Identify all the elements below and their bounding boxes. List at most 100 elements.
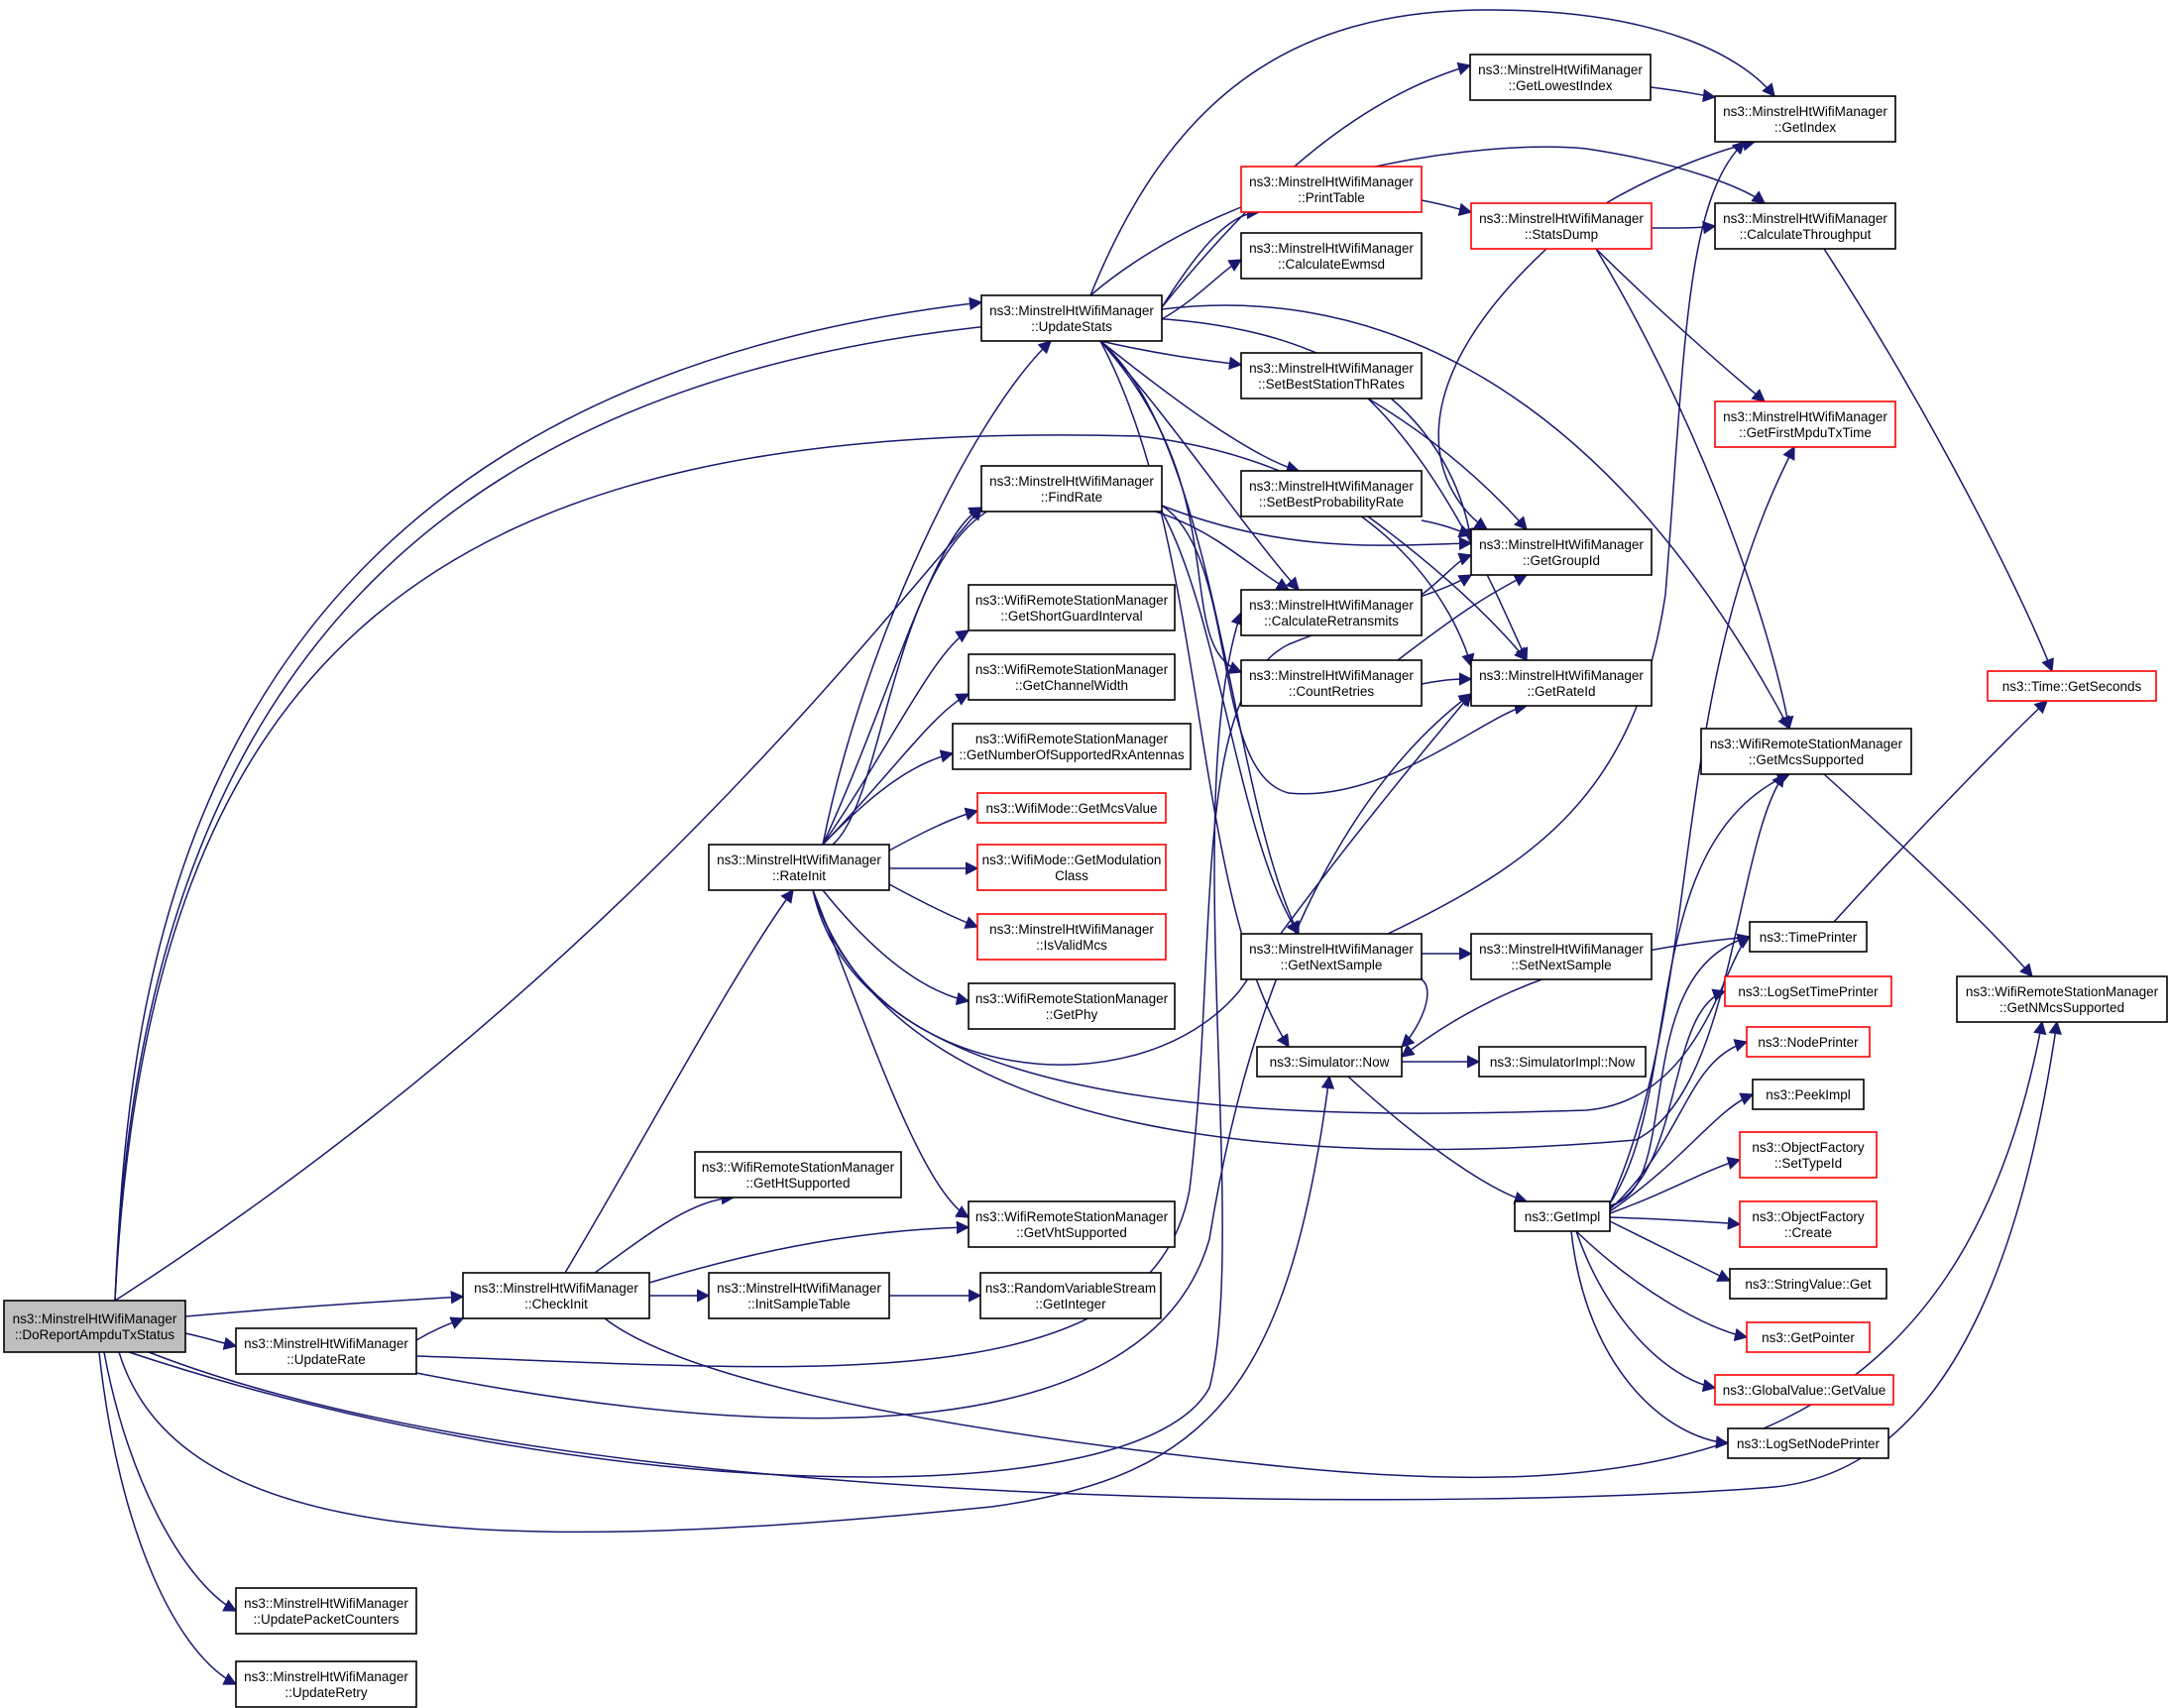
node-box[interactable] <box>1746 1026 1871 1058</box>
node-box[interactable] <box>235 1587 417 1635</box>
node-box[interactable] <box>1478 1046 1647 1078</box>
node-setTypeId[interactable]: ns3::ObjectFactory::SetTypeId <box>1739 1131 1878 1179</box>
node-box[interactable] <box>976 792 1167 824</box>
node-box[interactable] <box>1240 933 1423 980</box>
node-box[interactable] <box>976 844 1167 891</box>
node-calcEwmsd[interactable]: ns3::MinstrelHtWifiManager::CalculateEwm… <box>1240 232 1423 280</box>
node-getHtSupported[interactable]: ns3::WifiRemoteStationManager::GetHtSupp… <box>694 1151 902 1198</box>
node-box[interactable] <box>1752 1079 1865 1110</box>
node-box[interactable] <box>1724 975 1892 1007</box>
node-getSGI[interactable]: ns3::WifiRemoteStationManager::GetShortG… <box>968 584 1176 631</box>
node-box[interactable] <box>235 1327 417 1375</box>
node-box[interactable] <box>1240 659 1423 707</box>
node-box[interactable] <box>980 294 1163 342</box>
node-updateStats[interactable]: ns3::MinstrelHtWifiManager::UpdateStats <box>980 294 1163 342</box>
node-getMcsValue[interactable]: ns3::WifiMode::GetMcsValue <box>976 792 1167 824</box>
node-box[interactable] <box>976 913 1167 961</box>
node-box[interactable] <box>1714 202 1896 250</box>
node-getGroupId[interactable]: ns3::MinstrelHtWifiManager::GetGroupId <box>1470 528 1653 576</box>
node-rateInit[interactable]: ns3::MinstrelHtWifiManager::RateInit <box>708 844 890 891</box>
node-box[interactable] <box>1746 1321 1871 1353</box>
node-box[interactable] <box>1470 659 1653 707</box>
node-globalGetValue[interactable]: ns3::GlobalValue::GetValue <box>1714 1374 1894 1406</box>
node-getVhtSupported[interactable]: ns3::WifiRemoteStationManager::GetVhtSup… <box>968 1200 1176 1248</box>
node-calcThroughput[interactable]: ns3::MinstrelHtWifiManager::CalculateThr… <box>1714 202 1896 250</box>
node-box[interactable] <box>1240 589 1423 636</box>
node-box[interactable] <box>708 844 890 891</box>
node-box[interactable] <box>1240 470 1423 517</box>
node-box[interactable] <box>1469 54 1652 101</box>
node-box[interactable] <box>1714 400 1896 448</box>
node-getLowestIndex[interactable]: ns3::MinstrelHtWifiManager::GetLowestInd… <box>1469 54 1652 101</box>
node-box[interactable] <box>1240 352 1423 399</box>
node-statsDump[interactable]: ns3::MinstrelHtWifiManager::StatsDump <box>1470 202 1653 250</box>
node-root[interactable]: ns3::MinstrelHtWifiManager::DoReportAmpd… <box>3 1300 186 1353</box>
node-timePrinter[interactable]: ns3::TimePrinter <box>1749 921 1868 953</box>
node-getNumRx[interactable]: ns3::WifiRemoteStationManager::GetNumber… <box>952 723 1192 770</box>
node-updateRetry[interactable]: ns3::MinstrelHtWifiManager::UpdateRetry <box>235 1660 417 1708</box>
node-setBestProb[interactable]: ns3::MinstrelHtWifiManager::SetBestProba… <box>1240 470 1423 517</box>
node-box[interactable] <box>1987 670 2157 702</box>
node-box[interactable] <box>1729 1268 1887 1300</box>
node-stringValueGet[interactable]: ns3::StringValue::Get <box>1729 1268 1887 1300</box>
node-box[interactable] <box>1470 933 1653 980</box>
node-box[interactable] <box>1956 975 2168 1023</box>
node-box[interactable] <box>968 982 1176 1030</box>
node-getPhy[interactable]: ns3::WifiRemoteStationManager::GetPhy <box>968 982 1176 1030</box>
node-countRetries[interactable]: ns3::MinstrelHtWifiManager::CountRetries <box>1240 659 1423 707</box>
node-getPointer[interactable]: ns3::GetPointer <box>1746 1321 1871 1353</box>
node-box[interactable] <box>980 465 1163 512</box>
node-isValidMcs[interactable]: ns3::MinstrelHtWifiManager::IsValidMcs <box>976 913 1167 961</box>
node-findRate[interactable]: ns3::MinstrelHtWifiManager::FindRate <box>980 465 1163 512</box>
node-box[interactable] <box>1714 95 1896 143</box>
node-initSampleTable[interactable]: ns3::MinstrelHtWifiManager::InitSampleTa… <box>708 1272 890 1319</box>
node-box[interactable] <box>708 1272 890 1319</box>
node-box[interactable] <box>694 1151 902 1198</box>
node-box[interactable] <box>1739 1131 1878 1179</box>
node-updatePktCounters[interactable]: ns3::MinstrelHtWifiManager::UpdatePacket… <box>235 1587 417 1635</box>
node-box[interactable] <box>968 584 1176 631</box>
node-box[interactable] <box>1514 1200 1611 1232</box>
node-calcRetrans[interactable]: ns3::MinstrelHtWifiManager::CalculateRet… <box>1240 589 1423 636</box>
node-box[interactable] <box>1256 1046 1403 1078</box>
node-getImpl[interactable]: ns3::GetImpl <box>1514 1200 1611 1232</box>
node-simImplNow[interactable]: ns3::SimulatorImpl::Now <box>1478 1046 1647 1078</box>
node-box[interactable] <box>1727 1427 1889 1459</box>
node-box[interactable] <box>1470 528 1653 576</box>
node-box[interactable] <box>235 1660 417 1708</box>
node-box[interactable] <box>1240 232 1423 280</box>
node-box[interactable] <box>1240 166 1423 213</box>
node-box[interactable] <box>3 1300 186 1353</box>
node-updateRate[interactable]: ns3::MinstrelHtWifiManager::UpdateRate <box>235 1327 417 1375</box>
node-getFirstMpdu[interactable]: ns3::MinstrelHtWifiManager::GetFirstMpdu… <box>1714 400 1896 448</box>
node-box[interactable] <box>1739 1200 1878 1248</box>
node-getInteger[interactable]: ns3::RandomVariableStream::GetInteger <box>979 1272 1162 1319</box>
node-setBestThRates[interactable]: ns3::MinstrelHtWifiManager::SetBestStati… <box>1240 352 1423 399</box>
node-box[interactable] <box>1749 921 1868 953</box>
node-getNMcs[interactable]: ns3::WifiRemoteStationManager::GetNMcsSu… <box>1956 975 2168 1023</box>
node-create[interactable]: ns3::ObjectFactory::Create <box>1739 1200 1878 1248</box>
node-getNextSample[interactable]: ns3::MinstrelHtWifiManager::GetNextSampl… <box>1240 933 1423 980</box>
node-getRateId[interactable]: ns3::MinstrelHtWifiManager::GetRateId <box>1470 659 1653 707</box>
node-getIndex[interactable]: ns3::MinstrelHtWifiManager::GetIndex <box>1714 95 1896 143</box>
node-getChWidth[interactable]: ns3::WifiRemoteStationManager::GetChanne… <box>968 653 1176 701</box>
node-simNow[interactable]: ns3::Simulator::Now <box>1256 1046 1403 1078</box>
node-box[interactable] <box>968 653 1176 701</box>
node-box[interactable] <box>968 1200 1176 1248</box>
node-getSeconds[interactable]: ns3::Time::GetSeconds <box>1987 670 2157 702</box>
node-printTable[interactable]: ns3::MinstrelHtWifiManager::PrintTable <box>1240 166 1423 213</box>
node-box[interactable] <box>979 1272 1162 1319</box>
node-box[interactable] <box>462 1272 650 1319</box>
node-box[interactable] <box>1470 202 1653 250</box>
node-checkInit[interactable]: ns3::MinstrelHtWifiManager::CheckInit <box>462 1272 650 1319</box>
node-setNextSample[interactable]: ns3::MinstrelHtWifiManager::SetNextSampl… <box>1470 933 1653 980</box>
node-logSetTimePrinter[interactable]: ns3::LogSetTimePrinter <box>1724 975 1892 1007</box>
node-box[interactable] <box>1700 728 1912 775</box>
node-box[interactable] <box>952 723 1192 770</box>
node-box[interactable] <box>1714 1374 1894 1406</box>
node-getMcsSupported[interactable]: ns3::WifiRemoteStationManager::GetMcsSup… <box>1700 728 1912 775</box>
node-peekImpl[interactable]: ns3::PeekImpl <box>1752 1079 1865 1110</box>
node-nodePrinter[interactable]: ns3::NodePrinter <box>1746 1026 1871 1058</box>
node-logSetNodePrinter[interactable]: ns3::LogSetNodePrinter <box>1727 1427 1889 1459</box>
